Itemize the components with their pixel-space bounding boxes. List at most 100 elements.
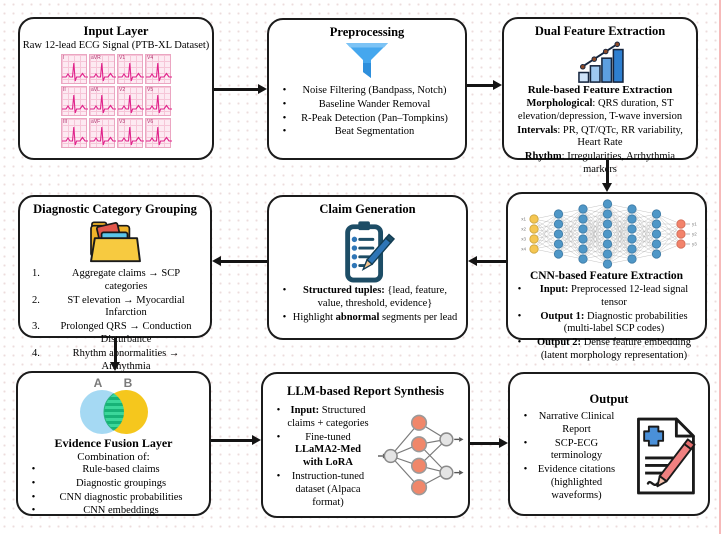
bullet-marker xyxy=(277,99,292,112)
list-item: Evidence citations (highlighted waveform… xyxy=(518,464,620,502)
ecg-lead-panel: V4 xyxy=(145,54,172,84)
list-item: Narrative Clinical Report xyxy=(518,411,620,437)
ecg-lead-label: V1 xyxy=(119,55,126,61)
ecg-lead-panel: III xyxy=(61,118,88,148)
ecg-lead-panel: aVF xyxy=(89,118,116,148)
box-subtitle: Combination of: xyxy=(77,451,150,463)
arrow-diagnostic-to-evidence xyxy=(114,338,117,363)
bullet-marker xyxy=(277,85,292,98)
box-title: Input Layer xyxy=(83,24,149,38)
ecg-lead-label: aVF xyxy=(91,119,101,125)
ecg-lead-label: aVR xyxy=(91,55,101,61)
bullet-marker xyxy=(277,312,292,325)
list-item-text: Rhythm: Irregularities, Arrhythmia marke… xyxy=(524,151,676,175)
evidence-fusion-bullets: Rule-based claimsDiagnostic groupingsCNN… xyxy=(18,464,209,518)
list-item-text: CNN embeddings xyxy=(83,505,159,517)
list-item-text: Rule-based claims xyxy=(82,464,160,475)
box-output: Output Narrative Clinical ReportSCP-ECG … xyxy=(508,372,710,516)
ecg-lead-label: I xyxy=(63,55,65,61)
ecg-lead-panel: V5 xyxy=(145,86,172,116)
arrowhead-evidence-to-llm xyxy=(252,435,261,445)
page-edge-line xyxy=(719,0,721,534)
list-item-text: Morphological: QRS duration, ST elevatio… xyxy=(517,98,683,122)
list-item: Rhythm abnormalities → Arrhythmia xyxy=(28,348,202,374)
list-item: Structured tuples: {lead, feature, value… xyxy=(277,285,458,311)
list-item-text: ST elevation → Myocardial Infarction xyxy=(67,294,185,319)
list-item: Diagnostic groupings xyxy=(26,478,201,491)
output-bullets: Narrative Clinical ReportSCP-ECG termino… xyxy=(510,410,628,504)
list-item-text: Input: Structured claims + categories xyxy=(287,405,369,429)
list-item-text: Intervals: PR, QT/QTc, RR variability, H… xyxy=(517,124,683,149)
ecg-lead-panel: V6 xyxy=(145,118,172,148)
box-title: Dual Feature Extraction xyxy=(534,24,666,38)
list-item-text: Prolonged QRS → Conduction Disturbance xyxy=(60,321,192,345)
bullet-marker xyxy=(512,284,527,310)
list-item: Output 1: Diagnostic probabilities (mult… xyxy=(512,311,701,337)
bullet-marker xyxy=(277,113,292,126)
bullet-marker xyxy=(28,295,50,321)
svg-text:x3: x3 xyxy=(521,237,526,242)
ecg-lead-panel: aVR xyxy=(89,54,116,84)
bullet-marker xyxy=(28,348,50,374)
list-item: Morphological: QRS duration, ST elevatio… xyxy=(509,98,691,124)
list-item: CNN embeddings xyxy=(26,505,201,518)
bullet-marker xyxy=(512,337,527,363)
ecg-lead-label: V3 xyxy=(119,119,126,125)
llm-bullets: Input: Structured claims + categoriesFin… xyxy=(263,404,378,510)
box-title: Evidence Fusion Layer xyxy=(54,436,173,450)
arrowhead-llm-to-output xyxy=(499,438,508,448)
list-item: Fine-tuned LLaMA2-Med with LoRA xyxy=(271,432,370,470)
clipboard-pencil-icon xyxy=(269,219,466,283)
svg-text:y3: y3 xyxy=(692,242,697,247)
ecg-lead-label: V5 xyxy=(147,87,154,93)
arrowhead-cnn-to-claim xyxy=(468,256,477,266)
ecg-lead-label: II xyxy=(63,87,66,93)
arrowhead-diagnostic-to-evidence xyxy=(110,362,120,371)
list-item: Beat Segmentation xyxy=(277,126,457,139)
ecg-lead-label: V6 xyxy=(147,119,154,125)
arrow-cnn-to-claim xyxy=(477,260,506,263)
bullet-marker xyxy=(271,432,286,470)
preprocessing-bullets: Noise Filtering (Bandpass, Notch)Baselin… xyxy=(269,85,465,139)
box-claim-generation: Claim Generation Structured tuples: {lea… xyxy=(267,195,468,340)
list-item-text: Input: Preprocessed 12-lead signal tenso… xyxy=(539,284,689,308)
rule-based-subtitle: Rule-based Feature Extraction xyxy=(527,84,673,96)
bullet-marker xyxy=(28,321,50,347)
list-item: Rhythm: Irregularities, Arrhythmia marke… xyxy=(509,151,691,177)
box-title: Output xyxy=(589,392,629,406)
list-item-text: Diagnostic groupings xyxy=(75,477,167,489)
list-item: SCP-ECG terminology xyxy=(518,438,620,464)
cnn-bullets: Input: Preprocessed 12-lead signal tenso… xyxy=(508,284,705,363)
ecg-lead-panel: V2 xyxy=(117,86,144,116)
bullet-marker xyxy=(518,411,533,437)
bullet-marker xyxy=(271,405,286,431)
dual-feature-lines: Morphological: QRS duration, ST elevatio… xyxy=(504,98,696,177)
list-item: Intervals: PR, QT/QTc, RR variability, H… xyxy=(509,125,691,151)
list-item: Noise Filtering (Bandpass, Notch) xyxy=(277,85,457,98)
list-item-text: Output 1: Diagnostic probabilities (mult… xyxy=(540,310,688,335)
ecg-lead-panel: V1 xyxy=(117,54,144,84)
venn-label-a: A xyxy=(93,376,102,390)
arrow-evidence-to-llm xyxy=(211,439,253,442)
bar-chart-trend-icon xyxy=(504,40,696,84)
box-title: Preprocessing xyxy=(329,25,405,39)
bullet-marker xyxy=(277,126,292,139)
list-item-text: Evidence citations (highlighted waveform… xyxy=(537,464,616,501)
list-item-text: Rhythm abnormalities → Arrhythmia xyxy=(72,347,180,372)
ecg-lead-label: III xyxy=(63,119,68,125)
list-item-text: SCP-ECG terminology xyxy=(550,437,603,462)
list-item-text: Beat Segmentation xyxy=(334,126,415,138)
bullet-marker xyxy=(26,464,41,477)
list-item-text: Output 2: Dense feature embedding (laten… xyxy=(537,337,691,361)
venn-label-b: B xyxy=(123,376,132,390)
list-item: R-Peak Detection (Pan–Tompkins) xyxy=(277,113,457,126)
ecg-lead-label: V2 xyxy=(119,87,126,93)
svg-text:x2: x2 xyxy=(521,227,526,232)
list-item-text: R-Peak Detection (Pan–Tompkins) xyxy=(301,112,448,124)
box-preprocessing: Preprocessing Noise Filtering (Bandpass,… xyxy=(267,18,467,160)
list-item: Prolonged QRS → Conduction Disturbance xyxy=(28,321,202,347)
svg-text:y1: y1 xyxy=(692,222,697,227)
